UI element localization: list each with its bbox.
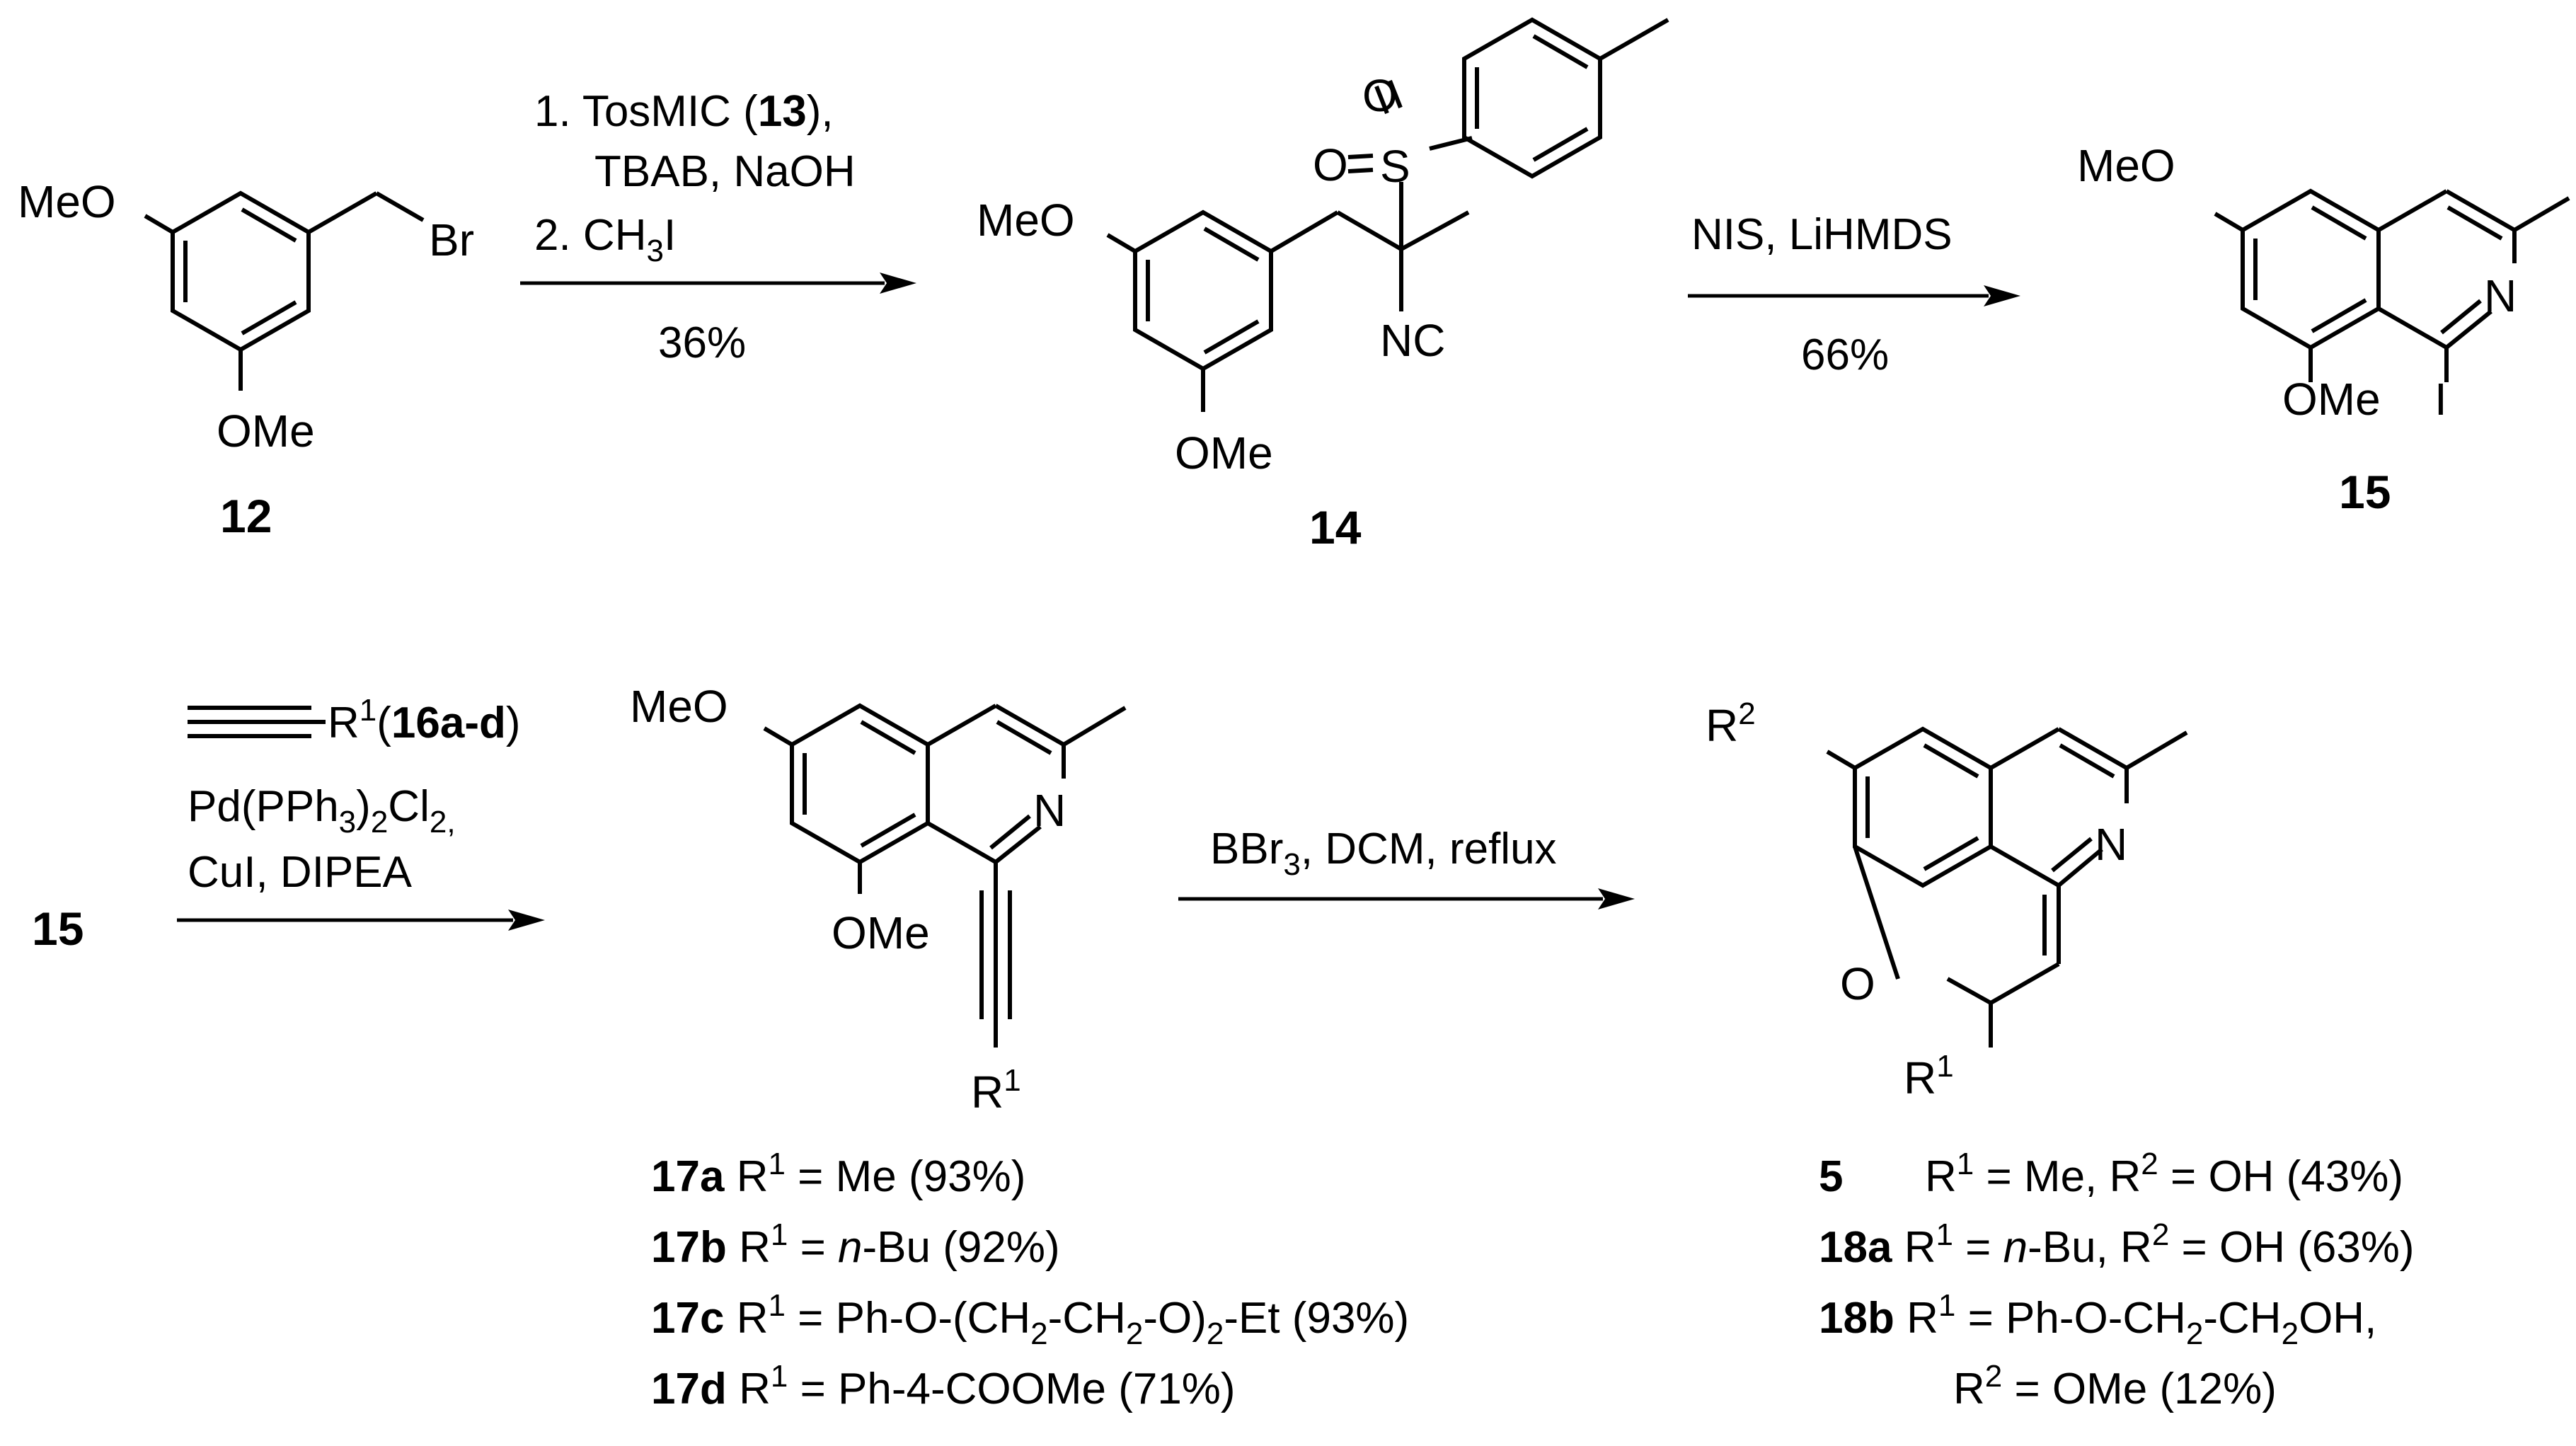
compound-12-structure: MeO Br OMe 12 <box>18 176 474 542</box>
condition-line-1: 1. TosMIC (13), <box>534 87 834 136</box>
reaction-arrow-3: R1(16a-d) Pd(PPh3)2Cl2, CuI, DIPEA <box>177 693 545 931</box>
variant-17b: 17b R1 = n-Bu (92%) <box>651 1217 1060 1272</box>
methoxy-label: MeO <box>2077 140 2175 191</box>
nitrogen-label: N <box>2484 270 2517 321</box>
sulfur-label: S <box>1380 141 1410 192</box>
variant-18b: 18b R1 = Ph-O-CH2-CH2OH, <box>1819 1288 2376 1351</box>
methoxy-label: MeO <box>630 681 728 732</box>
reaction-arrow-1: 1. TosMIC (13), TBAB, NaOH 2. CH3I 36% <box>520 87 916 367</box>
condition-line-1: NIS, LiHMDS <box>1691 210 1953 259</box>
condition-line-1: BBr3, DCM, reflux <box>1210 825 1557 882</box>
compound-5-18-variants: 5 R1 = Me, R2 = OH (43%) 18a R1 = n-Bu, … <box>1819 1147 2415 1413</box>
variant-17a: 17a R1 = Me (93%) <box>651 1147 1025 1201</box>
variant-18b-r2: R2 = OMe (12%) <box>1953 1359 2277 1413</box>
r2-label: R2 <box>1706 696 1756 751</box>
r1-label: R1 <box>971 1063 1021 1118</box>
condition-line-2: Pd(PPh3)2Cl2, <box>188 782 456 839</box>
condition-line-3: CuI, DIPEA <box>188 848 413 897</box>
bromo-label: Br <box>429 214 474 265</box>
methoxy-label: OMe <box>2282 374 2381 425</box>
methoxy-label: OMe <box>217 406 315 457</box>
compound-id-15: 15 <box>32 902 84 955</box>
compound-17-variants: 17a R1 = Me (93%) 17b R1 = n-Bu (92%) 17… <box>651 1147 1409 1413</box>
reaction-arrow-2: NIS, LiHMDS 66% <box>1688 210 2020 379</box>
variant-17c: 17c R1 = Ph-O-(CH2-CH2-O)2-Et (93%) <box>651 1288 1409 1351</box>
yield-label: 36% <box>658 319 746 367</box>
compound-15-structure: MeO N OMe I 15 <box>2077 140 2570 518</box>
compound-id-15: 15 <box>2339 466 2391 518</box>
sulfonyl-oxygen-label: O <box>1362 70 1398 121</box>
methoxy-label: MeO <box>977 195 1075 246</box>
isocyanide-label: NC <box>1380 315 1445 366</box>
reaction-arrow-4: BBr3, DCM, reflux <box>1178 825 1635 910</box>
oxygen-label: O <box>1840 958 1875 1009</box>
variant-18a: 18a R1 = n-Bu, R2 = OH (63%) <box>1819 1217 2415 1272</box>
variant-17d: 17d R1 = Ph-4-COOMe (71%) <box>651 1359 1236 1413</box>
yield-label: 66% <box>1801 331 1889 379</box>
r1-label: R1 <box>1904 1049 1954 1103</box>
methoxy-label: MeO <box>18 176 116 227</box>
variant-5: 5 <box>1819 1152 1843 1201</box>
methoxy-label: OMe <box>1175 428 1273 478</box>
condition-line-2: TBAB, NaOH <box>594 147 856 196</box>
variant-5-description: R1 = Me, R2 = OH (43%) <box>1925 1147 2403 1201</box>
compound-id-14: 14 <box>1309 501 1362 553</box>
compound-id-12: 12 <box>220 490 272 542</box>
sulfonyl-oxygen-label: O <box>1313 139 1348 190</box>
compound-14-structure: MeO OMe O O S NC 14 <box>977 17 1669 553</box>
condition-line-3: 2. CH3I <box>534 211 676 268</box>
compound-5-18-structure: R2 N O R1 <box>1706 696 2188 1103</box>
methoxy-label: OMe <box>832 907 930 958</box>
alkyne-reagent-label: R1(16a-d) <box>328 693 521 747</box>
iodine-label: I <box>2434 374 2447 425</box>
nitrogen-label: N <box>2095 819 2127 870</box>
nitrogen-label: N <box>1033 785 1066 836</box>
compound-17-structure: MeO N OMe R1 <box>630 681 1127 1118</box>
